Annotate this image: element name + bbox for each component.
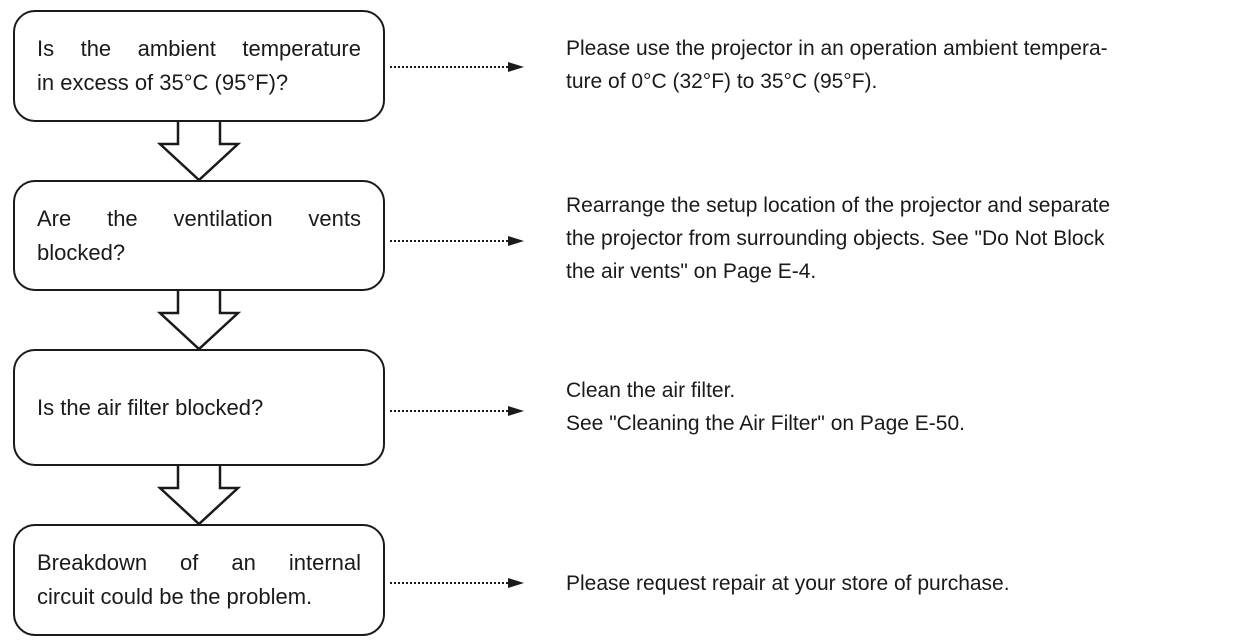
down-arrow-3 <box>156 466 242 526</box>
question-line: circuit could be the problem. <box>37 584 313 609</box>
question-line: Is the air filter blocked? <box>37 394 264 420</box>
answer-line: Clean the air filter. <box>566 379 736 402</box>
question-line: Are the ventilation vents <box>37 205 361 231</box>
question-line: Is the ambient temperature <box>37 36 361 61</box>
dotted-arrow-4 <box>390 578 524 588</box>
question-box-ventilation-vents: Are the ventilation vents blocked? <box>13 180 385 291</box>
answer-rearrange-setup: Rearrange the setup location of the proj… <box>566 189 1242 288</box>
question-line: Breakdown of an internal <box>37 550 361 575</box>
down-arrow-1 <box>156 122 242 182</box>
question-line: blocked? <box>37 239 126 265</box>
down-arrow-2 <box>156 291 242 351</box>
question-box-internal-circuit: Breakdown of an internal circuit could b… <box>13 524 385 636</box>
dotted-arrow-1 <box>390 62 524 72</box>
dotted-arrow-3 <box>390 406 524 416</box>
answer-line: the air vents" on Page E-4. <box>566 260 817 283</box>
answer-operating-temperature: Please use the projector in an operation… <box>566 32 1242 98</box>
question-box-ambient-temperature: Is the ambient temperature in excess of … <box>13 10 385 122</box>
question-box-air-filter: Is the air filter blocked? <box>13 349 385 466</box>
answer-request-repair: Please request repair at your store of p… <box>566 567 1242 600</box>
answer-line: Please request repair at your store of p… <box>566 572 1010 595</box>
answer-line: Please use the projector in an operation… <box>566 37 1108 60</box>
answer-line: ture of 0°C (32°F) to 35°C (95°F). <box>566 70 878 93</box>
answer-line: the projector from surrounding objects. … <box>566 227 1105 250</box>
answer-line: See "Cleaning the Air Filter" on Page E-… <box>566 412 965 435</box>
question-line: in excess of 35°C (95°F)? <box>37 70 289 95</box>
answer-clean-air-filter: Clean the air filter. See "Cleaning the … <box>566 374 1242 440</box>
dotted-arrow-2 <box>390 236 524 246</box>
answer-line: Rearrange the setup location of the proj… <box>566 194 1111 217</box>
